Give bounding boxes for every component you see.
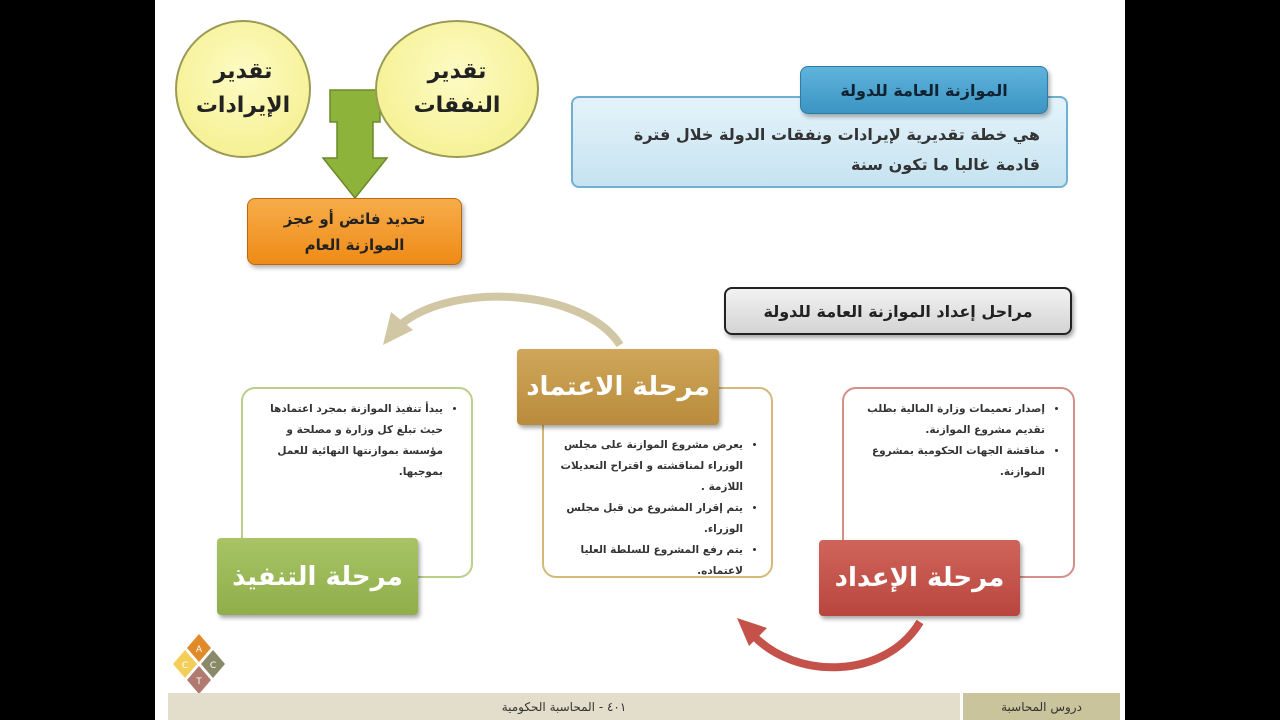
curved-arrow-preparation-to-approval-icon: [737, 618, 924, 672]
course-title: ٤٠١ - المحاسبة الحكومية: [501, 699, 627, 714]
surplus-deficit-box: تحديد فائض أو عجز الموازنة العام: [247, 198, 462, 265]
svg-text:T: T: [195, 677, 202, 687]
expenses-estimate-circle: تقدير النفقات: [375, 20, 539, 158]
list-item: يتم إقرار المشروع من قبل مجلس الوزراء.: [556, 498, 743, 540]
expenses-label: تقدير النفقات: [413, 59, 501, 118]
act-logo: A C C T: [173, 634, 225, 694]
svg-text:C: C: [182, 661, 188, 671]
list-item: مناقشة الجهات الحكومية بمشروع الموازنة.: [856, 441, 1045, 483]
series-title: دروس المحاسبة: [1001, 699, 1082, 714]
svg-text:A: A: [196, 645, 203, 655]
result-label: تحديد فائض أو عجز الموازنة العام: [283, 209, 426, 254]
stage-preparation: مرحلة الإعداد: [819, 540, 1020, 616]
list-item: إصدار تعميمات وزارة المالية بطلب تقديم م…: [856, 399, 1045, 441]
footer-course: ٤٠١ - المحاسبة الحكومية: [168, 693, 960, 720]
stage-name: مرحلة الاعتماد: [526, 372, 710, 402]
revenues-label: تقدير الإيرادات: [195, 59, 291, 118]
list-item: يتم رفع المشروع للسلطة العليا لاعتماده.: [556, 540, 743, 582]
footer-series: دروس المحاسبة: [963, 693, 1120, 720]
slide: تقدير النفقات تقدير الإيرادات تحديد فائض…: [155, 0, 1125, 720]
svg-text:C: C: [210, 661, 216, 671]
revenues-estimate-circle: تقدير الإيرادات: [175, 20, 311, 158]
stage-execution: مرحلة التنفيذ: [217, 538, 418, 615]
curved-arrow-approval-to-execution-icon: [383, 292, 624, 348]
definition-title-text: الموازنة العامة للدولة: [840, 80, 1008, 100]
stage-approval: مرحلة الاعتماد: [517, 349, 719, 425]
list-item: يعرض مشروع الموازنة على مجلس الوزراء لمن…: [556, 435, 744, 498]
down-arrow-icon: [321, 89, 389, 200]
stage-name: مرحلة الإعداد: [834, 563, 1005, 593]
definition-title: الموازنة العامة للدولة: [800, 66, 1048, 114]
stages-title-text: مراحل إعداد الموازنة العامة للدولة: [763, 301, 1033, 321]
list-item: يبدأ تنفيذ الموازنة بمجرد اعتمادها حيث ت…: [255, 399, 443, 483]
arrows-layer: [321, 89, 924, 672]
stage-name: مرحلة التنفيذ: [232, 561, 403, 592]
definition-text: هي خطة تقديرية لإيرادات ونفقات الدولة خل…: [633, 125, 1040, 174]
stages-title: مراحل إعداد الموازنة العامة للدولة: [724, 287, 1072, 335]
